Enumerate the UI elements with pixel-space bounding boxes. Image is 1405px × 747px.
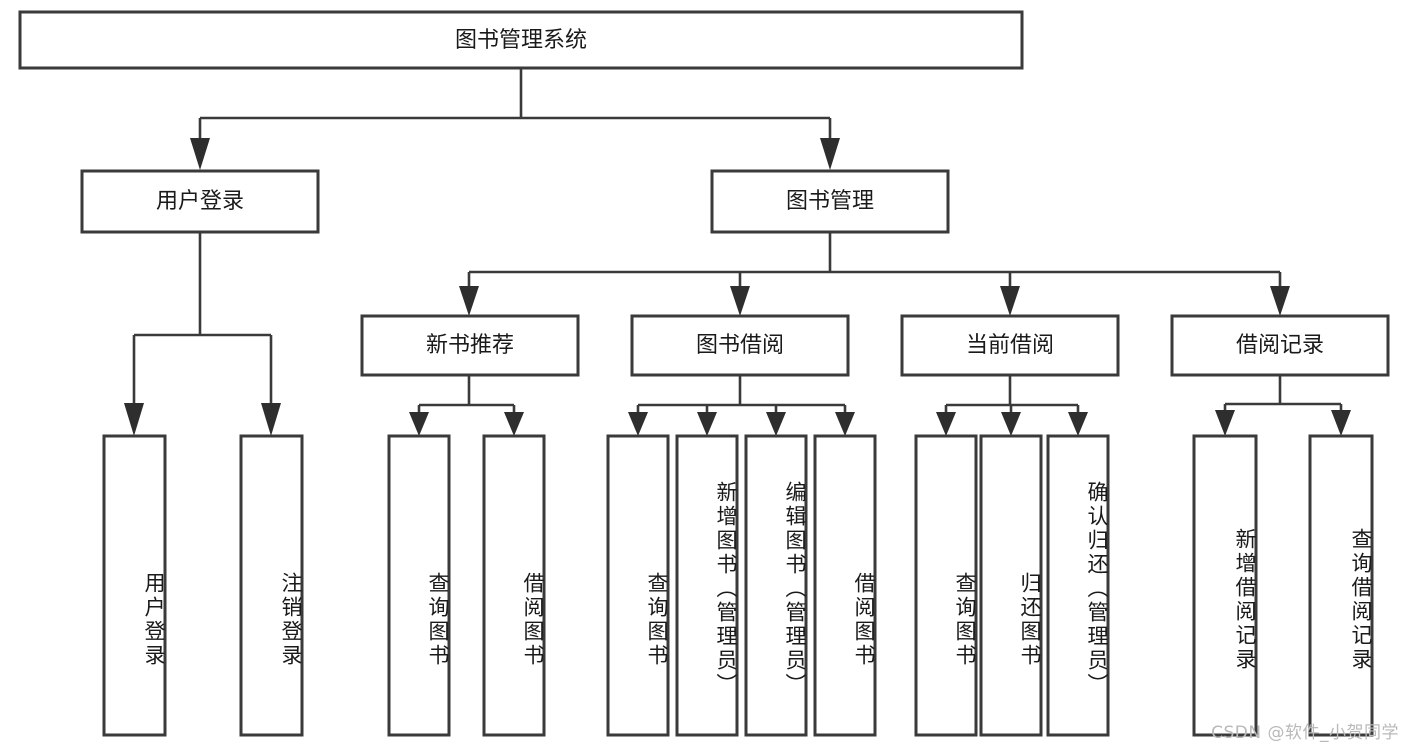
arrowhead-leaf-query-book-2 (628, 412, 648, 436)
node-root[interactable] (18, 10, 1024, 70)
node-current-borrow[interactable] (900, 314, 1120, 377)
node-new-book-rec-label: 新书推荐 (426, 333, 514, 358)
arrowhead-leaf-add-book (697, 412, 717, 436)
node-leaf-user-login[interactable] (102, 434, 167, 737)
arrowhead-leaf-add-record (1215, 410, 1235, 436)
node-leaf-borrow-book-2[interactable] (813, 434, 877, 737)
arrowhead-leaf-borrow-book-1 (504, 412, 524, 436)
arrowhead-leaf-query-record (1331, 410, 1351, 436)
node-leaf-edit-book[interactable] (744, 434, 808, 737)
arrowhead-leaf-query-book-3 (936, 412, 956, 436)
node-leaf-query-book-1[interactable] (387, 434, 451, 737)
node-user-login[interactable] (80, 169, 320, 234)
arrowhead-leaf-borrow-book-2 (835, 412, 855, 436)
node-borrow-record[interactable] (1170, 314, 1390, 377)
node-leaf-logout[interactable] (239, 434, 304, 737)
node-leaf-confirm-return[interactable] (1046, 434, 1110, 737)
node-book-manage-label: 图书管理 (786, 189, 874, 214)
node-book-borrow-label: 图书借阅 (696, 333, 784, 358)
node-leaf-add-book[interactable] (675, 434, 739, 737)
node-leaf-query-book-2[interactable] (606, 434, 670, 737)
node-leaf-borrow-book-1[interactable] (482, 434, 546, 737)
node-leaf-query-book-3[interactable] (914, 434, 978, 737)
node-book-manage[interactable] (710, 169, 950, 234)
arrowhead-leaf-user-login (124, 403, 144, 436)
arrowhead-new-book-rec (459, 286, 479, 316)
node-leaf-add-record[interactable] (1192, 434, 1258, 737)
arrowhead-leaf-logout (261, 403, 281, 436)
arrowhead-leaf-edit-book (766, 412, 786, 436)
arrowhead-current-borrow (1000, 286, 1020, 316)
arrowhead-leaf-confirm-return (1068, 412, 1088, 436)
watermark-text: CSDN @软件_小贺同学 (1211, 723, 1399, 743)
node-root-label: 图书管理系统 (455, 28, 587, 53)
arrowhead-leaf-query-book-1 (409, 412, 429, 436)
arrowhead-book-borrow (730, 286, 750, 316)
node-leaf-query-record[interactable] (1308, 434, 1374, 737)
node-book-borrow[interactable] (630, 314, 850, 377)
arrowhead-borrow-record (1270, 286, 1290, 316)
node-borrow-record-label: 借阅记录 (1236, 333, 1324, 358)
node-user-login-label: 用户登录 (156, 189, 244, 214)
node-leaf-return-book[interactable] (979, 434, 1043, 737)
node-layer: 图书管理系统 用户登录 图书管理 新书推荐 图书借阅 当前借阅 借阅记录 (18, 10, 1390, 737)
arrowhead-userlogin (190, 138, 210, 170)
arrowhead-leaf-return-book (1001, 412, 1021, 436)
connector-layer (124, 68, 1351, 436)
node-current-borrow-label: 当前借阅 (966, 333, 1054, 358)
node-new-book-rec[interactable] (360, 314, 580, 377)
arrowhead-bookmanage (820, 138, 840, 170)
